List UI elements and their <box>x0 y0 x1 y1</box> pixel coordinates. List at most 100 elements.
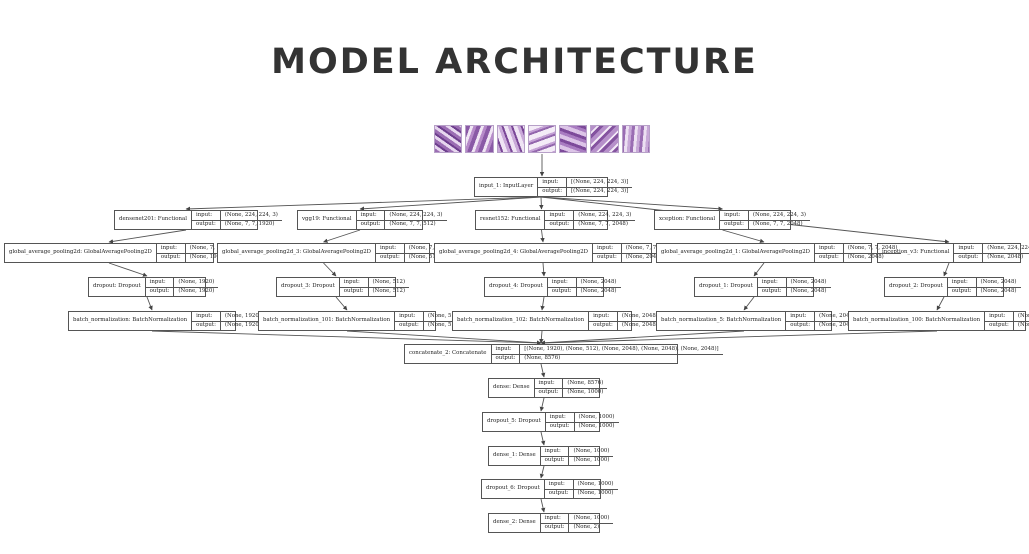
layer-name: global_average_pooling2d: GlobalAverageP… <box>5 244 157 262</box>
input-shape: (None, 7, 7, 1920) <box>189 244 240 251</box>
io-labels: input:output: <box>339 278 369 296</box>
sample-histology-image <box>559 125 588 153</box>
input-label: input: <box>196 312 213 319</box>
wire-input-1-to-densenet201 <box>185 196 542 212</box>
input-shape: (None, 224, 224, 3) <box>578 211 632 218</box>
input-shape: (None, 2048) <box>980 278 1017 285</box>
layer-name: input_1: InputLayer <box>475 178 539 196</box>
input-shape: (None, 2048) <box>580 278 617 285</box>
output-shape: (None, 7, 7, 512) <box>385 219 447 230</box>
input-label: input: <box>544 514 561 521</box>
io-shapes: (None, 224, 224, 3)(None, 7, 7, 2048) <box>748 211 811 230</box>
output-label: output: <box>592 252 621 263</box>
wire-gap2d-3-to-dropout-3 <box>323 262 337 277</box>
input-shape: (None, 8576) <box>567 379 604 386</box>
input-shape: (None, 7, 7, 2048) <box>847 244 898 251</box>
input-shape: (None, 2048) <box>621 312 658 319</box>
output-label: output: <box>985 320 1013 331</box>
io-shapes: (None, 1000)(None, 2) <box>569 514 614 532</box>
output-label: output: <box>192 320 220 331</box>
input-shape: [(None, 224, 224, 3)] <box>571 178 629 185</box>
io-labels: input:output: <box>540 514 570 533</box>
wire-bn-100-to-concat <box>540 330 938 346</box>
wire-dropout-4-to-bn-102 <box>540 296 545 311</box>
layer-name: concatenate_2: Concatenate <box>405 345 492 363</box>
output-shape: (None, 1000) <box>569 455 614 466</box>
page-title: MODEL ARCHITECTURE <box>271 42 758 82</box>
input-label: input: <box>549 413 566 420</box>
layer-node-bn-102: batch_normalization_102: BatchNormalizat… <box>452 311 662 331</box>
layer-name: resnet152: Functional <box>476 211 546 229</box>
layer-name: dropout_1: Dropout <box>695 278 758 296</box>
input-shape: (None, 224, 224, 3) <box>752 211 807 218</box>
output-shape: (None, 7, 7, 1920) <box>220 219 282 230</box>
output-shape: (None, 2048) <box>786 286 831 297</box>
io-labels: input:output: <box>534 379 564 398</box>
io-labels: input:output: <box>545 211 575 229</box>
io-labels: input:output: <box>544 480 574 498</box>
input-shape: (None, 224, 224, 3) <box>987 244 1029 251</box>
io-shapes: (None, 7, 7, 2048)(None, 2048) <box>621 244 680 262</box>
layer-name: global_average_pooling2d_4: GlobalAverag… <box>435 244 593 262</box>
wire-gap2d-to-dropout <box>108 262 148 277</box>
output-shape: (None, 7, 7, 2048) <box>574 219 636 230</box>
output-label: output: <box>540 455 569 466</box>
io-labels: input:output: <box>491 345 521 363</box>
wire-dropout-to-bn <box>146 296 153 311</box>
output-label: output: <box>547 286 576 297</box>
wire-inception-v3-to-dropout-2 <box>943 262 950 277</box>
wire-input-1-to-resnet152 <box>539 196 544 210</box>
wire-bn-101-to-concat <box>346 330 542 345</box>
wire-dropout-2-to-bn-100 <box>936 296 945 311</box>
io-labels: input:output: <box>356 211 386 230</box>
input-shape: (None, 2048) <box>819 312 855 319</box>
output-shape: (None, 7, 7, 2048) <box>748 219 811 230</box>
layer-name: dropout_2: Dropout <box>885 278 948 296</box>
wire-input-1-to-xception <box>540 196 723 211</box>
wire-dense-to-dropout-5 <box>539 397 545 412</box>
input-label: input: <box>958 244 975 251</box>
input-shape: (None, 224, 224, 3) <box>389 211 443 218</box>
input-label: input: <box>596 244 614 251</box>
io-labels: input:output: <box>145 278 175 296</box>
sample-histology-image <box>527 125 557 153</box>
output-label: output: <box>540 522 569 533</box>
wire-gap2d-4-to-dropout-4 <box>541 262 546 277</box>
input-label: input: <box>495 345 512 352</box>
wire-input-1-to-vgg19 <box>359 196 542 211</box>
layer-name: inception_v3: Functional <box>878 244 955 262</box>
io-shapes: (None, 224, 224, 3)(None, 7, 7, 512) <box>385 211 447 230</box>
io-labels: input:output: <box>947 278 977 296</box>
output-shape: (None, 1920) <box>185 252 244 263</box>
input-label: input: <box>790 312 807 319</box>
output-shape: (None, 512) <box>404 252 460 263</box>
wire-dropout-6-to-dense-2 <box>540 498 546 513</box>
io-shapes: (None, 2048)(None, 2048) <box>617 312 662 330</box>
output-label: output: <box>356 219 385 230</box>
layer-node-bn-101: batch_normalization_101: BatchNormalizat… <box>258 311 465 331</box>
wire-vgg19-to-gap2d-3 <box>323 229 361 243</box>
input-label: input: <box>724 211 741 218</box>
layer-name: xception: Functional <box>655 211 721 229</box>
wire-dropout-5-to-dense-1 <box>540 431 546 446</box>
io-shapes: (None, 2048)(None, 2048) <box>576 278 621 296</box>
output-label: output: <box>534 387 563 398</box>
io-shapes: (None, 2048)(None, 2048) <box>1013 312 1029 330</box>
sample-histology-image <box>434 125 463 153</box>
input-label: input: <box>542 178 559 185</box>
input-label: input: <box>544 447 561 454</box>
layer-name: global_average_pooling2d_3: GlobalAverag… <box>218 244 376 262</box>
io-shapes: (None, 2048)(None, 2048) <box>786 278 831 297</box>
output-label: output: <box>395 320 423 331</box>
output-shape: (None, 8576) <box>520 353 723 364</box>
io-shapes: (None, 224, 224, 3)(None, 7, 7, 2048) <box>574 211 636 230</box>
output-shape: (None, 512) <box>368 286 410 297</box>
